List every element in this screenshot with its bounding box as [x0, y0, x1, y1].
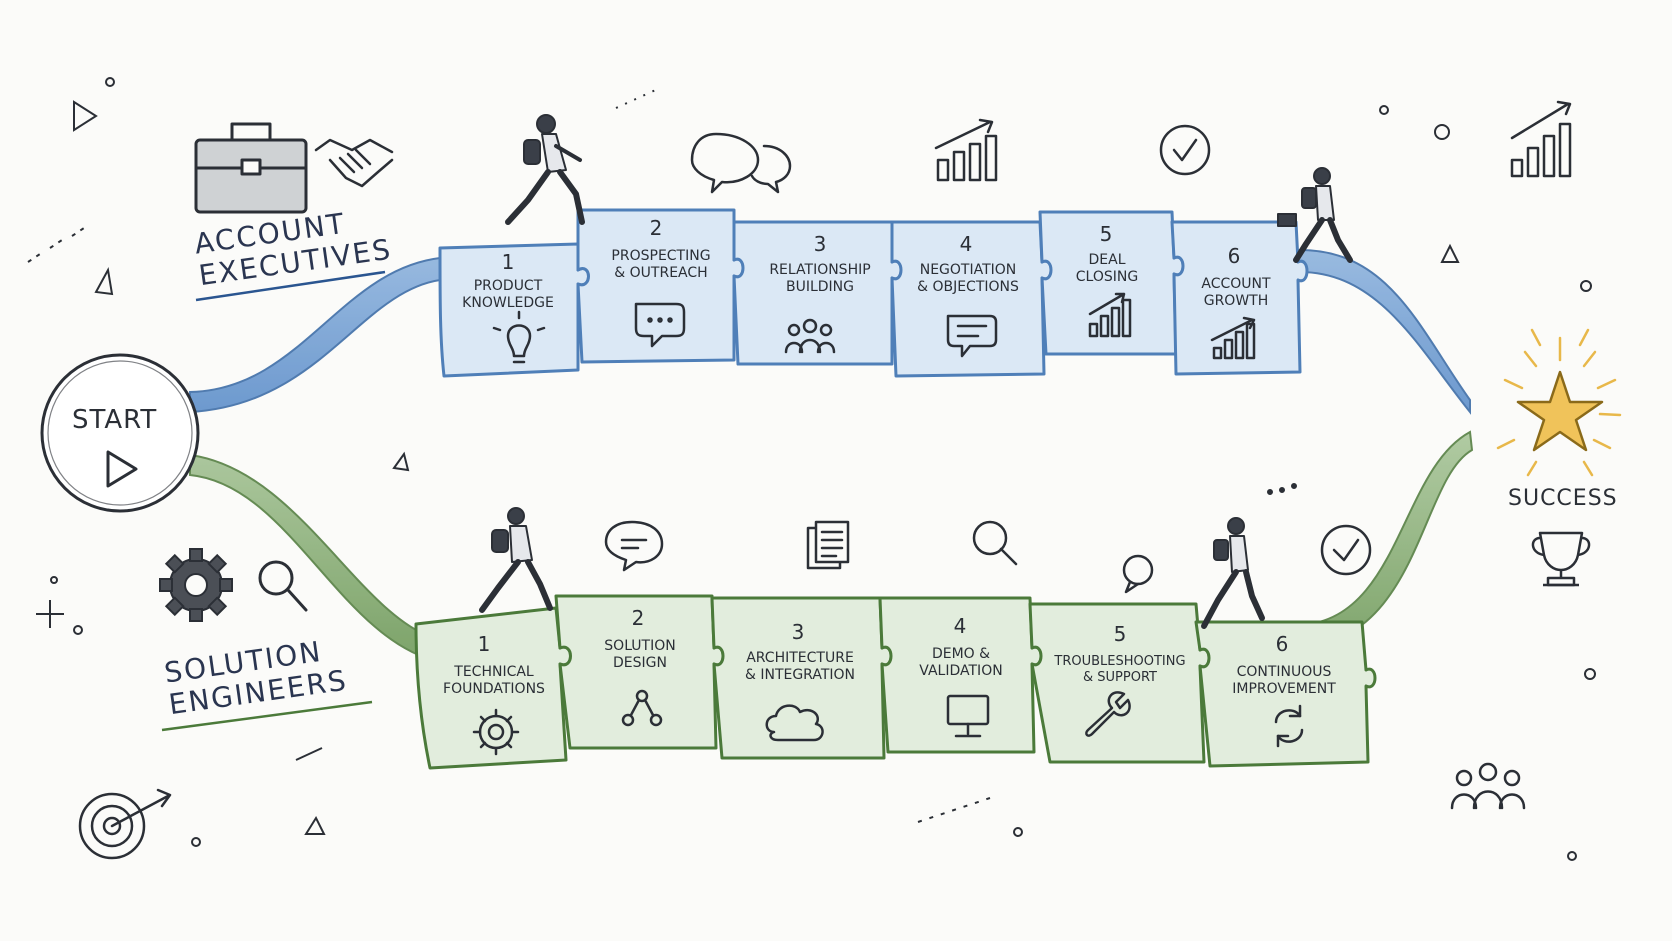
target-icon [78, 788, 172, 860]
step-label: PROSPECTING & OUTREACH [596, 248, 726, 282]
success-label: SUCCESS [1508, 486, 1618, 511]
runner-ae-1 [505, 114, 585, 225]
checkmark-circle-icon [1159, 124, 1211, 176]
runner-se-2 [1201, 517, 1265, 629]
magnifier-icon [258, 560, 308, 612]
ae-piece-6 [1170, 220, 1309, 376]
documents-icon [806, 520, 850, 570]
team-icon [1450, 762, 1526, 810]
message-icon [946, 314, 998, 358]
refresh-icon [1274, 704, 1304, 748]
ae-ribbon [189, 248, 1471, 415]
step-label-line2: & SUPPORT [1083, 669, 1157, 685]
step-label-line2: & OUTREACH [614, 264, 708, 281]
chat-small-icon [1122, 554, 1154, 594]
step-label-line1: ARCHITECTURE [746, 650, 854, 666]
runner-ae-2 [1277, 167, 1353, 263]
step-label: PRODUCT KNOWLEDGE [456, 278, 560, 312]
se-piece-6 [1194, 620, 1377, 768]
se-title-underline [161, 700, 373, 732]
rising-chart-icon-2 [1510, 100, 1572, 178]
step-label-line1: DEMO & [931, 646, 991, 662]
network-icon [621, 689, 663, 727]
step-label: DEMO & VALIDATION [906, 646, 1016, 680]
step-label-line1: PROSPECTING [611, 248, 711, 264]
step-label-line2: GROWTH [1203, 292, 1269, 309]
success-star [1496, 328, 1622, 477]
gear-icon [159, 548, 233, 622]
chat-bubbles-icon [690, 132, 792, 194]
growth-chart-icon [1210, 316, 1256, 360]
step-number: 5 [1113, 622, 1127, 646]
step-number: 3 [791, 620, 805, 644]
wrench-icon [1085, 691, 1131, 737]
step-label-line2: IMPROVEMENT [1232, 680, 1336, 697]
step-label-line1: RELATIONSHIP [769, 262, 871, 278]
step-label-line2: BUILDING [785, 278, 854, 295]
step-number: 6 [1227, 244, 1241, 268]
step-label: ACCOUNT GROWTH [1190, 276, 1282, 310]
step-label: DEAL CLOSING [1062, 252, 1152, 286]
step-label: ARCHITECTURE & INTEGRATION [730, 650, 870, 684]
speech-bubble-icon [604, 520, 664, 572]
step-number: 5 [1099, 222, 1113, 246]
step-label-line1: TECHNICAL [454, 664, 534, 680]
step-number: 6 [1275, 632, 1289, 656]
gear-step-icon [472, 708, 520, 756]
step-label: TECHNICAL FOUNDATIONS [432, 664, 556, 698]
checkmark-circle-icon-2 [1320, 524, 1372, 576]
step-label-line2: & OBJECTIONS [917, 278, 1019, 295]
se-puzzle-row [414, 594, 1377, 770]
runners [479, 114, 1353, 629]
step-number: 1 [477, 632, 491, 656]
step-label-line1: SOLUTION [604, 638, 676, 654]
handshake-icon [314, 138, 394, 188]
doodles [27, 77, 1596, 861]
search-icon [972, 520, 1018, 566]
lightbulb-icon [492, 310, 546, 364]
step-number: 1 [501, 250, 515, 274]
step-label: CONTINUOUS IMPROVEMENT [1222, 664, 1346, 698]
step-number: 2 [649, 216, 663, 240]
step-label-line1: CONTINUOUS [1236, 664, 1332, 680]
runner-se-1 [479, 507, 553, 613]
step-label-line2: CLOSING [1075, 268, 1139, 285]
cloud-icon [765, 704, 824, 742]
step-label-line1: PRODUCT [473, 278, 543, 294]
step-number: 2 [631, 606, 645, 630]
step-label-line2: & INTEGRATION [744, 666, 856, 683]
step-label-line2: VALIDATION [919, 662, 1003, 679]
people-icon [784, 318, 836, 354]
step-label: NEGOTIATION & OBJECTIONS [904, 262, 1032, 296]
step-label-line1: TROUBLESHOOTING [1054, 654, 1186, 669]
chat-bubble-icon [634, 302, 686, 348]
ae-puzzle-row [438, 208, 1309, 378]
step-number: 4 [953, 614, 967, 638]
play-icon [106, 450, 138, 488]
se-ribbon [189, 430, 1474, 664]
step-label-line2: DESIGN [613, 654, 667, 671]
step-label-line1: DEAL [1088, 252, 1126, 268]
trophy-icon [1531, 531, 1591, 587]
start-circle [40, 353, 200, 513]
step-label: RELATIONSHIP BUILDING [752, 262, 888, 296]
briefcase-icon [194, 122, 308, 214]
step-label-line1: ACCOUNT [1201, 276, 1271, 292]
rising-chart-icon [934, 118, 998, 182]
bar-chart-icon [1088, 292, 1132, 338]
monitor-icon [946, 694, 990, 738]
step-label: TROUBLESHOOTING & SUPPORT [1050, 654, 1190, 685]
step-label: SOLUTION DESIGN [592, 638, 688, 672]
step-label-line1: NEGOTIATION [919, 262, 1017, 278]
step-label-line2: FOUNDATIONS [443, 680, 545, 697]
step-label-line2: KNOWLEDGE [462, 294, 554, 311]
start-label: START [72, 405, 158, 435]
step-number: 3 [813, 232, 827, 256]
ae-title-underline [195, 270, 386, 302]
step-number: 4 [959, 232, 973, 256]
